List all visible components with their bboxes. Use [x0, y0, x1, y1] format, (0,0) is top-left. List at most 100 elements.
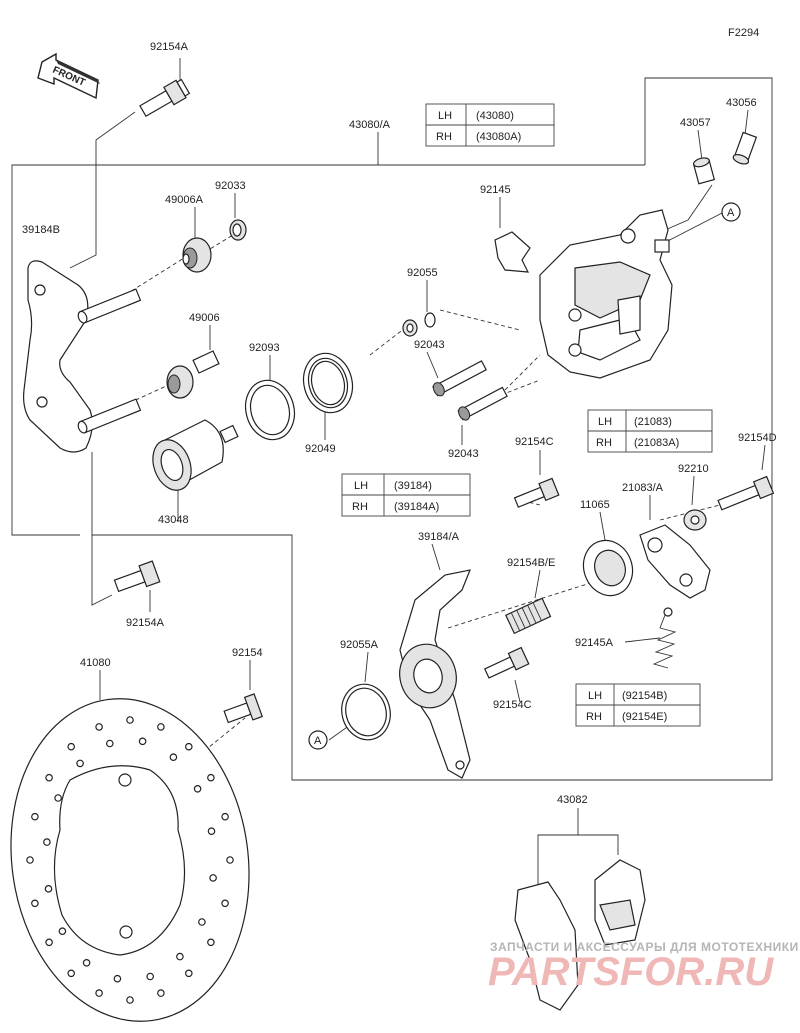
- washer-92210: [683, 509, 707, 531]
- piston-43048: [152, 419, 239, 491]
- disc-vent-hole: [31, 899, 39, 908]
- pin-92043-upper: [432, 360, 487, 397]
- callout-a-bottom-label: A: [314, 735, 322, 747]
- disc-vent-hole: [82, 958, 91, 967]
- disc-vent-hole: [169, 753, 178, 762]
- disc-vent-hole: [207, 773, 215, 782]
- label-92154d: 92154D: [738, 432, 777, 444]
- label-39184b: 39184B: [22, 224, 60, 236]
- bolt-92154c-top: [513, 477, 560, 508]
- label-92154: 92154: [232, 647, 263, 659]
- label-43080a: 43080/A: [349, 119, 391, 131]
- disc-vent-hole: [31, 812, 39, 821]
- disc-vent-hole: [221, 899, 229, 908]
- label-21083a: 21083/A: [622, 482, 664, 494]
- label-43048: 43048: [158, 514, 189, 526]
- disc-vent-hole: [193, 784, 202, 793]
- table-21083-row2-side: RH: [596, 437, 612, 449]
- figure-code: F2294: [728, 27, 759, 39]
- bolt-92154d: [717, 475, 775, 511]
- disc-vent-hole: [45, 773, 53, 782]
- label-43056: 43056: [726, 97, 757, 109]
- part-labels: 92154A 43080/A 43056 43057 92033 49006A …: [22, 41, 777, 806]
- callout-a-top: A: [721, 202, 741, 222]
- watermark: ЗАПЧАСТИ И АКСЕССУАРЫ ДЛЯ МОТОТЕХНИКИ PA…: [488, 940, 799, 994]
- bolt-92154c-bottom: [483, 646, 530, 679]
- table-92154-row1-side: LH: [588, 690, 602, 702]
- disc-vent-hole: [58, 927, 67, 936]
- table-39184-row1-side: LH: [354, 480, 368, 492]
- disc-vent-hole: [26, 856, 34, 864]
- disc-vent-hole: [126, 996, 134, 1004]
- watermark-logo: PARTSFOR.RU: [488, 950, 774, 994]
- label-92154a-bottom: 92154A: [126, 617, 165, 629]
- disc-vent-hole: [157, 723, 165, 731]
- pin-92043-lower: [457, 386, 508, 421]
- label-92055: 92055: [407, 267, 438, 279]
- label-43082: 43082: [557, 794, 588, 806]
- label-11065: 11065: [580, 499, 610, 511]
- disc-vent-hole: [45, 938, 53, 947]
- bolt-92154a-bottom: [113, 560, 161, 593]
- seal-11065: [582, 539, 634, 597]
- disc-vent-hole: [113, 974, 122, 983]
- lever-21083: [639, 524, 711, 599]
- table-21083: LH (21083) RH (21083A): [587, 409, 713, 453]
- disc-vent-hole: [76, 759, 84, 768]
- cap-43056: [732, 131, 758, 165]
- label-92154be: 92154B/E: [507, 557, 555, 569]
- brake-pads-43082: [514, 859, 646, 1011]
- disc-vent-hole: [126, 716, 134, 724]
- bolt-92154a-top: [139, 78, 191, 118]
- disc-vent-hole: [67, 969, 76, 978]
- disc-vent-hole: [54, 794, 62, 802]
- disc-vent-hole: [95, 723, 103, 731]
- oring-92055: [402, 312, 436, 337]
- label-92154a-top: 92154A: [150, 41, 189, 53]
- disc-vent-hole: [146, 972, 155, 981]
- table-39184: LH (39184) RH (39184A): [341, 473, 471, 517]
- table-92154-row1-part: (92154B): [622, 690, 667, 702]
- table-92154-row2-side: RH: [586, 711, 602, 723]
- disc-vent-hole: [198, 918, 206, 926]
- callout-a-bottom: A: [308, 730, 328, 750]
- label-49006a: 49006A: [165, 194, 204, 206]
- label-92154c-bottom: 92154C: [493, 699, 532, 711]
- disc-vent-hole: [95, 989, 103, 997]
- spring-92145a: [652, 607, 677, 669]
- label-41080: 41080: [80, 657, 111, 669]
- label-49006: 49006: [189, 312, 220, 324]
- label-43057: 43057: [680, 117, 711, 129]
- group-frame-lines: [11, 58, 773, 900]
- table-92154: LH (92154B) RH (92154E): [575, 683, 701, 727]
- brake-disc-41080: [10, 698, 250, 1022]
- label-39184a: 39184/A: [418, 531, 460, 543]
- label-92145a: 92145A: [575, 637, 614, 649]
- label-92210: 92210: [678, 463, 709, 475]
- watermark-tagline: ЗАПЧАСТИ И АКСЕССУАРЫ ДЛЯ МОТОТЕХНИКИ: [490, 940, 799, 954]
- spring-clip-92145: [494, 231, 531, 273]
- disc-vent-hole: [44, 884, 53, 893]
- label-92049: 92049: [305, 443, 336, 455]
- disc-vent-hole: [43, 838, 51, 846]
- label-92033: 92033: [215, 180, 246, 192]
- table-21083-row1-part: (21083): [634, 416, 672, 428]
- boot-49006a: [182, 237, 212, 273]
- disc-vent-hole: [185, 742, 193, 751]
- disc-vent-hole: [207, 938, 215, 947]
- slide-pin-lower: [77, 398, 142, 434]
- disc-vent-hole: [138, 737, 147, 746]
- arm-39184a: [399, 569, 471, 779]
- disc-vent-hole: [185, 969, 193, 978]
- seal-92093: [244, 379, 296, 441]
- ring-92033: [229, 219, 247, 241]
- disc-vent-hole: [176, 952, 184, 961]
- caliper-body-43080: [539, 209, 673, 379]
- table-43080: LH (43080) RH (43080A): [425, 103, 555, 147]
- label-92093: 92093: [249, 342, 280, 354]
- table-39184-row2-part: (39184A): [394, 501, 439, 513]
- table-43080-row2-side: RH: [436, 131, 452, 143]
- disc-vent-hole: [157, 989, 165, 997]
- disc-vent-hole: [221, 812, 229, 821]
